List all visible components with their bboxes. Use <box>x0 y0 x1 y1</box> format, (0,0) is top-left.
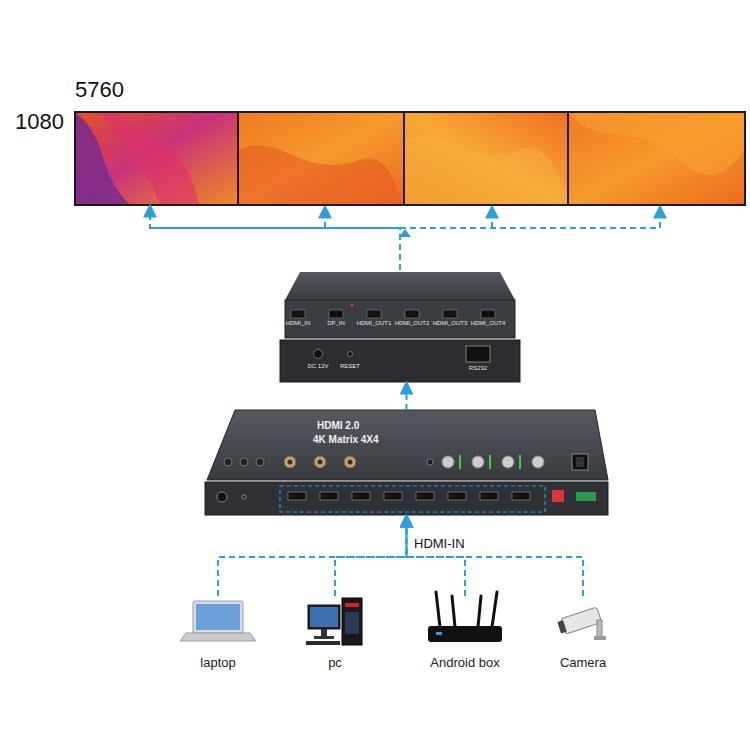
signal-connector <box>335 515 407 596</box>
label-text: HDMI_IN <box>286 320 311 327</box>
signal-connector <box>218 515 407 596</box>
label-text: pc <box>328 656 342 670</box>
label-text: laptop <box>200 656 235 670</box>
signal-connector <box>407 515 466 596</box>
signal-connector <box>407 515 584 596</box>
wall-controller: HDMI_IN DP_IN HDMI_OUT1HDMI_OUT2HDMI_OUT3H… <box>280 270 520 382</box>
android-box-icon <box>428 592 502 642</box>
hdmi-matrix-switch <box>205 410 608 515</box>
wall-bus <box>150 206 660 228</box>
label-text: RS232 <box>469 365 487 372</box>
signal-connector <box>150 205 400 270</box>
video-wall <box>75 112 745 205</box>
source-device: pc <box>280 596 390 676</box>
label-text: HDMI 2.0 <box>317 420 359 431</box>
label-text: HDMI_OUT4 <box>471 320 506 327</box>
label-text: 4K Matrix 4X4 <box>313 434 379 445</box>
label-text: HDMI-IN <box>414 537 465 551</box>
label-text: DP_IN <box>327 320 345 327</box>
source-device: Camera <box>528 596 638 676</box>
label-text: RESET <box>340 363 360 370</box>
source-device: laptop <box>163 596 273 676</box>
label-text: 1080 <box>15 110 64 134</box>
source-device: Android box <box>410 596 520 676</box>
label-text: Android box <box>430 656 499 670</box>
video-wall: 57601080 <box>75 112 745 205</box>
label-text: HDMI_OUT2 <box>395 320 430 327</box>
matrix-switch: HDMI 2.0 4K Matrix 4X4 <box>205 410 608 515</box>
label-text: DC 12V <box>307 363 328 370</box>
video-wall-controller <box>280 272 520 382</box>
label-text: 5760 <box>75 78 124 102</box>
label-text: HDMI_OUT1 <box>357 320 392 327</box>
laptop-icon <box>180 601 256 641</box>
label-text: Camera <box>560 656 606 670</box>
pc-icon <box>306 598 362 645</box>
camera-icon <box>557 607 606 640</box>
label-text: HDMI_OUT3 <box>433 320 468 327</box>
signal-connector <box>406 382 408 410</box>
